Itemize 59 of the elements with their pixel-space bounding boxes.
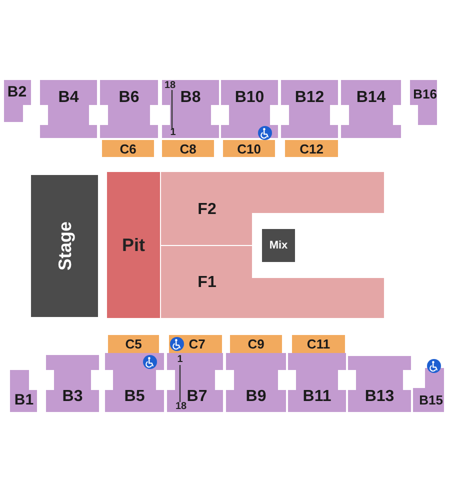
section-label: B6 xyxy=(118,90,140,106)
mix-label: Mix xyxy=(269,240,288,251)
section-label: B1 xyxy=(14,392,34,408)
row-number: 1 xyxy=(170,128,176,138)
section-label: B14 xyxy=(356,90,386,106)
section-label: C8 xyxy=(180,142,196,155)
seating-section xyxy=(226,353,286,412)
section-label: C12 xyxy=(300,142,324,155)
seating-section xyxy=(292,335,345,353)
section-label: F1 xyxy=(198,275,216,291)
section-label: B12 xyxy=(294,90,324,106)
section-label: C6 xyxy=(120,142,136,155)
section-label: B15 xyxy=(419,394,443,406)
seating-section xyxy=(4,80,31,122)
seating-section xyxy=(410,80,437,125)
seating-section xyxy=(167,353,223,412)
seating-section xyxy=(341,80,401,138)
section-label: C10 xyxy=(237,142,261,155)
seating-section xyxy=(162,140,214,157)
section-label: B13 xyxy=(364,389,394,405)
section-label: B7 xyxy=(186,389,208,405)
seating-section xyxy=(10,370,37,412)
section-label: B4 xyxy=(58,90,79,106)
seating-section xyxy=(413,368,444,412)
seating-section xyxy=(40,80,97,138)
section-label: B3 xyxy=(62,389,83,405)
section-label: B9 xyxy=(246,389,266,405)
row-number: 18 xyxy=(164,81,176,91)
section-label: B11 xyxy=(302,389,332,405)
section-label: C11 xyxy=(306,338,330,350)
stage xyxy=(31,175,98,317)
section-label: B10 xyxy=(234,90,264,106)
section-label: C5 xyxy=(125,338,142,350)
mix-position xyxy=(262,229,295,262)
section-label: Pit xyxy=(122,236,145,254)
seating-section xyxy=(221,80,278,138)
row-number: 1 xyxy=(177,355,183,365)
seating-section xyxy=(348,356,411,412)
section-label: C7 xyxy=(188,338,206,350)
section-label: B16 xyxy=(413,88,437,100)
section-label: B5 xyxy=(124,389,145,405)
seating-section xyxy=(102,140,154,157)
seating-section xyxy=(100,80,158,138)
section-label: B8 xyxy=(180,90,201,106)
section-label: B2 xyxy=(7,84,27,100)
stage-label: Stage xyxy=(56,221,74,271)
seating-section xyxy=(162,80,219,138)
section-label: F2 xyxy=(198,202,216,218)
seating-section xyxy=(288,353,346,412)
seating-section xyxy=(223,140,275,157)
seating-section xyxy=(108,335,159,353)
seating-section xyxy=(105,353,164,412)
seating-section xyxy=(281,80,338,138)
section-label: C9 xyxy=(248,338,264,350)
row-number: 18 xyxy=(175,402,187,412)
seating-section xyxy=(285,140,338,157)
seating-section xyxy=(230,335,282,353)
seating-section xyxy=(46,355,99,412)
pit-section xyxy=(107,172,160,318)
